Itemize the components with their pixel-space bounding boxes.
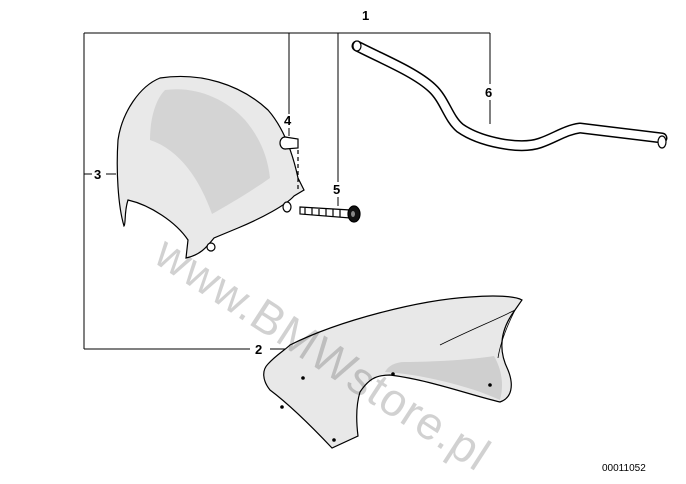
document-number: 00011052 <box>602 463 646 474</box>
handlebar-part <box>351 40 668 151</box>
leader-lines <box>83 32 491 350</box>
screw-part <box>299 205 361 223</box>
callout-6: 6 <box>485 85 493 100</box>
handlebar-end <box>657 135 667 149</box>
callout-3: 3 <box>94 167 102 182</box>
callout-2: 2 <box>255 342 263 357</box>
mount-hole <box>206 242 216 252</box>
callout-4: 4 <box>284 113 292 128</box>
fairing-part <box>263 295 523 449</box>
callout-1: 1 <box>362 8 370 23</box>
grommet-part <box>279 136 299 190</box>
callout-5: 5 <box>333 182 341 197</box>
windscreen-small-part <box>116 75 305 259</box>
